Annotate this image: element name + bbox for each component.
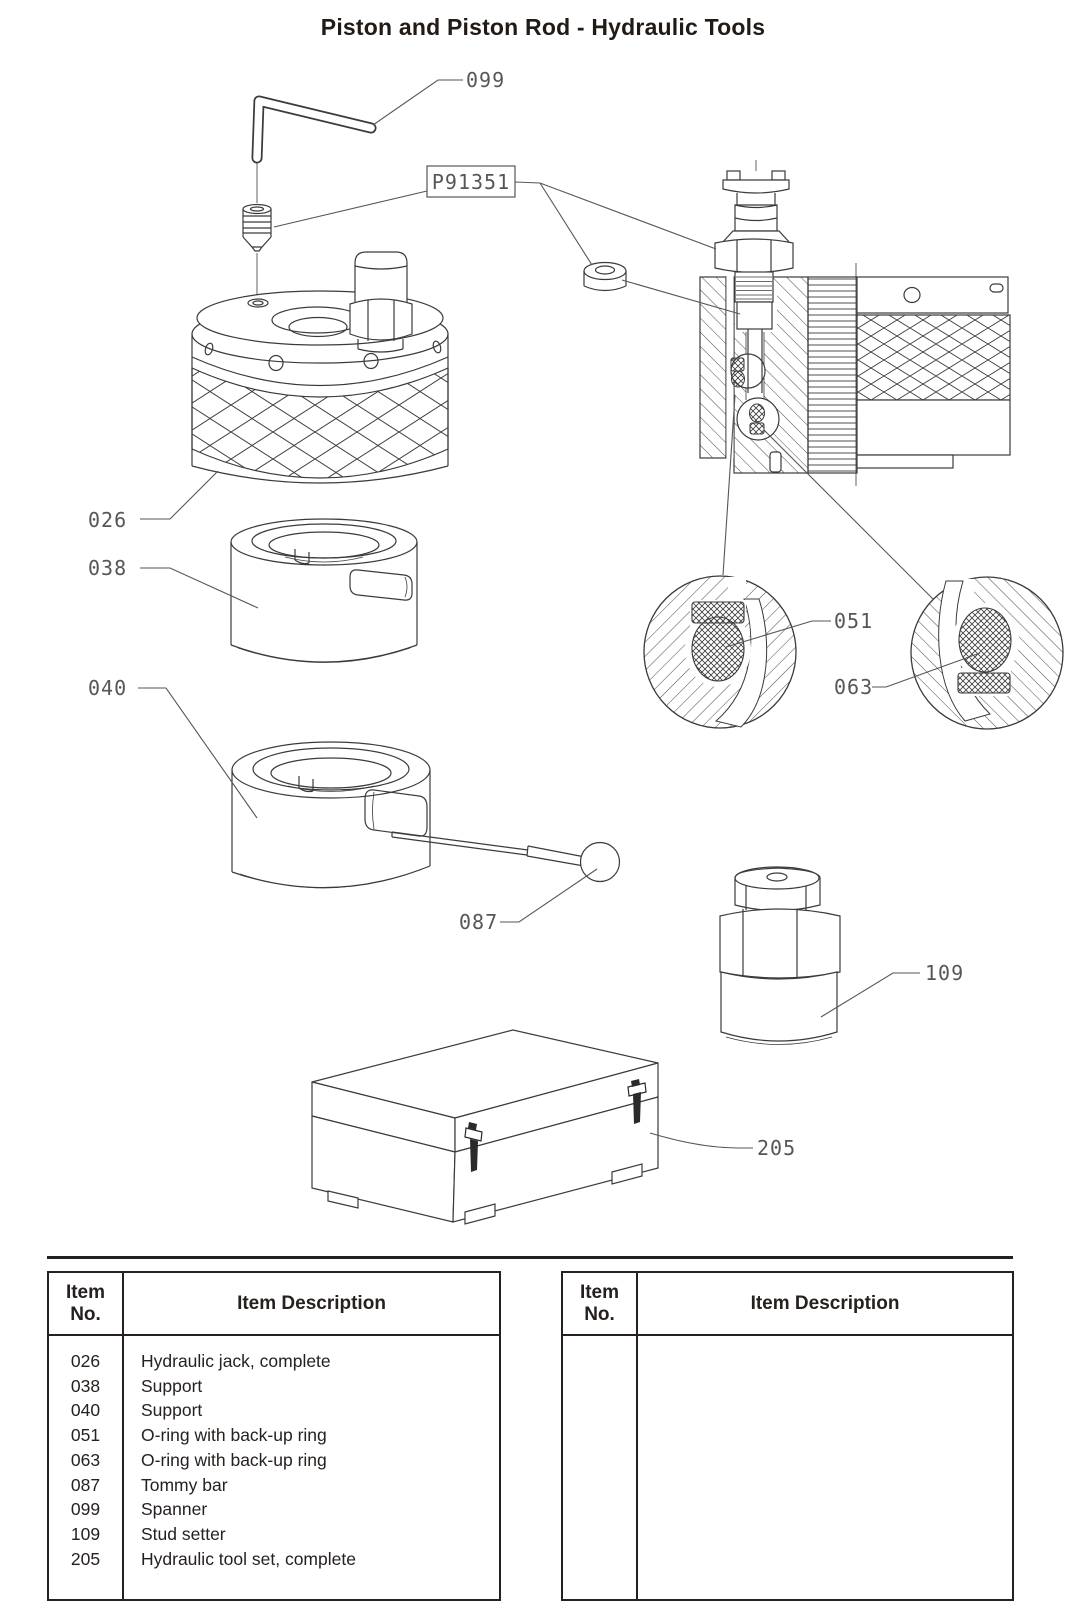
item-no-column: 026 038 040 051 063 087 099 109 205 bbox=[49, 1335, 123, 1599]
support-lower-drawing bbox=[231, 741, 431, 889]
callout-087: 087 bbox=[459, 910, 498, 934]
spanner-drawing bbox=[251, 95, 377, 164]
stud-setter-drawing bbox=[719, 866, 841, 1045]
support-upper-drawing bbox=[230, 518, 418, 663]
ref-label-box bbox=[426, 165, 516, 198]
leader-063 bbox=[872, 652, 981, 688]
hydraulic-jack-drawing bbox=[191, 251, 449, 484]
leader-ref-left bbox=[273, 190, 428, 228]
hydraulic-fitting-drawing bbox=[714, 160, 794, 393]
item-desc-cell: Spanner bbox=[141, 1499, 208, 1520]
item-no-column bbox=[563, 1335, 637, 1599]
table-body-row bbox=[563, 1335, 1012, 1599]
leader-040 bbox=[138, 687, 258, 819]
item-no-cell: 099 bbox=[70, 1499, 101, 1520]
leader-051 bbox=[725, 620, 831, 648]
header-item-line1: Item bbox=[579, 1281, 620, 1303]
leader-109 bbox=[820, 972, 920, 1018]
parts-table-right: Item No. Item Description bbox=[561, 1271, 1014, 1601]
header-item-line2: No. bbox=[584, 1303, 615, 1325]
item-desc-cell: Hydraulic jack, complete bbox=[141, 1351, 331, 1371]
housing-cross-section-drawing bbox=[699, 263, 1011, 486]
tommy-bar-drawing bbox=[391, 831, 621, 883]
item-desc-cell: Hydraulic tool set, complete bbox=[141, 1548, 356, 1569]
parts-table-left: Item No. Item Description 026 038 040 05… bbox=[47, 1271, 501, 1601]
item-no-cell: 063 bbox=[70, 1449, 101, 1470]
item-no-cell: 109 bbox=[70, 1523, 101, 1544]
callout-063: 063 bbox=[834, 675, 873, 699]
callout-026: 026 bbox=[88, 508, 127, 532]
callout-205: 205 bbox=[757, 1136, 796, 1160]
header-item-description: Item Description bbox=[636, 1273, 1012, 1336]
callout-051: 051 bbox=[834, 609, 873, 633]
table-body-row: 026 038 040 051 063 087 099 109 205 Hydr… bbox=[49, 1335, 499, 1599]
header-item-description: Item Description bbox=[122, 1273, 499, 1336]
item-no-cell: 051 bbox=[70, 1425, 101, 1446]
exploded-parts-diagram: P91351 099 026 038 040 051 063 087 109 2… bbox=[88, 68, 1064, 1225]
item-no-cell: 205 bbox=[70, 1548, 101, 1569]
item-desc-cell: O-ring with back-up ring bbox=[141, 1449, 327, 1470]
item-desc-cell: O-ring with back-up ring bbox=[141, 1425, 327, 1446]
callout-038: 038 bbox=[88, 556, 127, 580]
leader-lines bbox=[138, 79, 981, 1149]
leader-washer-gland bbox=[621, 279, 741, 315]
tool-box-drawing bbox=[311, 1029, 659, 1225]
item-description-column: Hydraulic jack, complete Support Support… bbox=[122, 1335, 499, 1599]
leader-026 bbox=[140, 470, 219, 520]
leader-051-entry bbox=[722, 394, 736, 576]
grub-screw-drawing bbox=[242, 163, 272, 299]
leader-ref-fork bbox=[514, 181, 717, 266]
callout-109: 109 bbox=[925, 961, 964, 985]
item-desc-cell: Tommy bar bbox=[141, 1474, 228, 1495]
item-desc-cell: Support bbox=[141, 1375, 203, 1396]
divider-rule bbox=[47, 1256, 1013, 1259]
item-desc-cell: Stud setter bbox=[141, 1523, 226, 1544]
oring-detail-left-drawing bbox=[643, 575, 797, 729]
item-no-cell: 026 bbox=[70, 1351, 101, 1371]
item-desc-cell: Support bbox=[141, 1400, 203, 1421]
washer-drawing bbox=[583, 261, 627, 292]
item-no-cell: 087 bbox=[70, 1474, 101, 1495]
page-title: Piston and Piston Rod - Hydraulic Tools bbox=[320, 14, 766, 40]
leader-205 bbox=[649, 1132, 753, 1149]
item-description-column bbox=[636, 1335, 1012, 1599]
header-item-no: Item No. bbox=[563, 1273, 637, 1336]
oring-detail-right-drawing bbox=[910, 576, 1064, 730]
callout-040: 040 bbox=[88, 676, 127, 700]
item-no-cell: 038 bbox=[70, 1375, 101, 1396]
leader-099 bbox=[372, 79, 463, 126]
header-item-line2: No. bbox=[70, 1303, 101, 1325]
leader-038 bbox=[140, 567, 259, 609]
callout-labels: P91351 099 026 038 040 051 063 087 109 2… bbox=[88, 68, 964, 1160]
item-no-cell: 040 bbox=[70, 1400, 101, 1421]
header-item-no: Item No. bbox=[49, 1273, 123, 1336]
leader-063-entry bbox=[763, 429, 934, 600]
leader-087 bbox=[500, 868, 598, 923]
header-item-line1: Item bbox=[65, 1281, 106, 1303]
callout-099: 099 bbox=[466, 68, 505, 92]
ref-label-text: P91351 bbox=[432, 170, 510, 194]
